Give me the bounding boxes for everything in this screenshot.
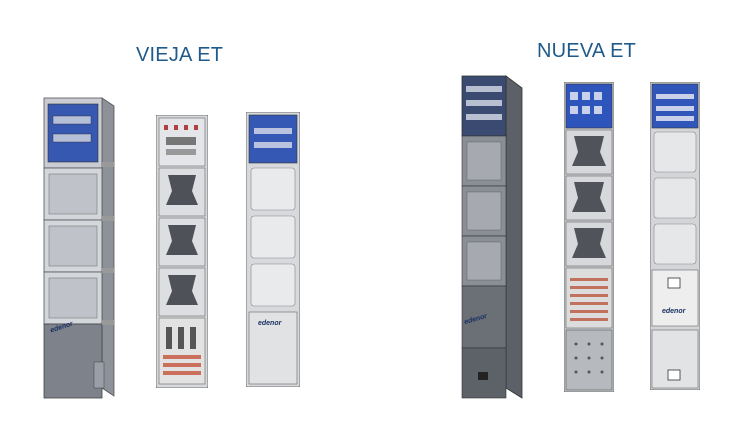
new-cabinet-3d: edenor [460, 72, 528, 404]
new-cabinet-front-plain: edenor [649, 81, 701, 391]
new-cabinet-front-meters [563, 81, 615, 393]
old-cabinet-3d: edenor [40, 92, 120, 402]
old-cabinet-front-plain: edenor [245, 111, 301, 388]
new-et-heading: NUEVA ET [537, 40, 637, 62]
edenor-logo: edenor [258, 320, 282, 327]
edenor-logo: edenor [662, 308, 686, 315]
old-cabinet-front-meters [155, 114, 209, 389]
old-et-heading: VIEJA ET [136, 44, 224, 66]
